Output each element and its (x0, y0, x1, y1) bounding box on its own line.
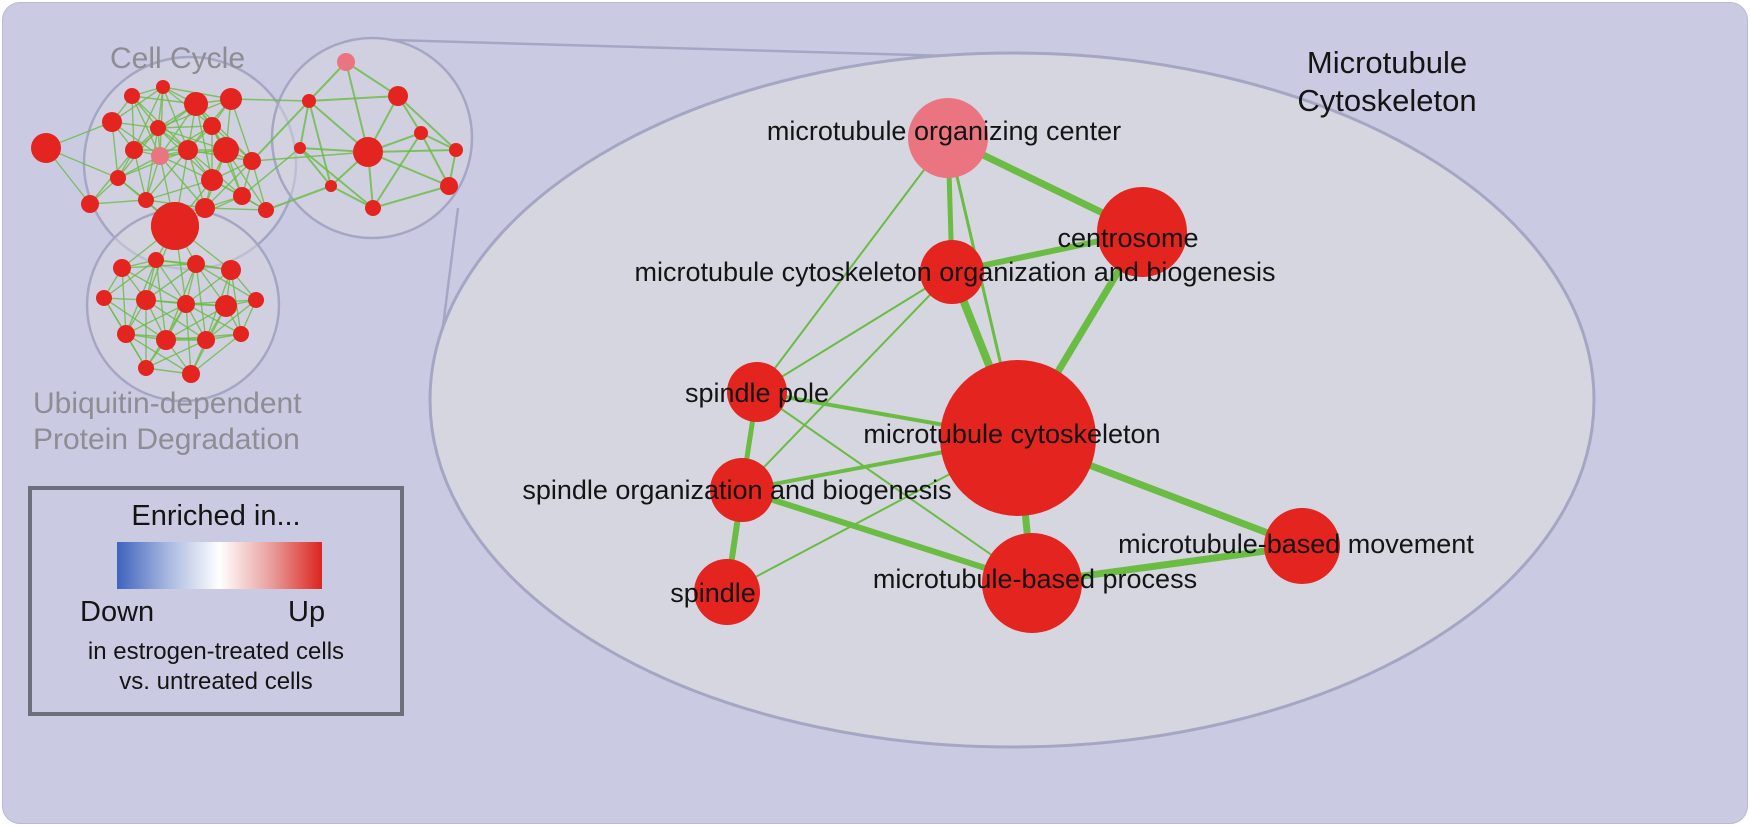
node-label-spindle-organization-and-biogenesis: spindle organization and biogenesis (522, 475, 951, 505)
node-label-centrosome: centrosome (1057, 223, 1198, 253)
mini-node (117, 325, 135, 343)
node-spindle-organization-and-biogenesis (710, 458, 774, 522)
node-label-spindle-pole: spindle pole (685, 378, 829, 408)
legend-up-label: Up (288, 596, 326, 628)
mini-node (233, 326, 249, 342)
mini-node (150, 120, 166, 136)
mini-node (151, 147, 169, 165)
mini-node (124, 88, 140, 104)
legend-box: Enriched in... Down Up in estrogen-treat… (28, 486, 404, 716)
mini-node (215, 295, 237, 317)
mini-node (138, 360, 154, 376)
node-centrosome (1097, 187, 1187, 277)
cluster-label-cell-cycle: Cell Cycle (110, 42, 246, 75)
mini-node (156, 80, 170, 94)
mini-node (182, 365, 200, 383)
mini-node (220, 88, 242, 110)
mini-node (258, 202, 274, 218)
node-spindle (694, 559, 760, 625)
ubiquitin-label-line1: Ubiquitin-dependent (33, 387, 302, 420)
mini-node (414, 126, 428, 140)
zoom-title-line1: Microtubule (1306, 45, 1468, 80)
mini-node (151, 202, 199, 250)
node-microtubule-based-movement (1264, 508, 1340, 584)
mini-node (136, 290, 156, 310)
ubiquitin-label-line2: Protein Degradation (33, 423, 300, 456)
node-label-microtubule-organizing-center: microtubule organizing center (767, 116, 1121, 146)
zoom-network-nodes (694, 98, 1340, 633)
legend-caption-line1: in estrogen-treated cells (87, 638, 345, 665)
mini-node (177, 295, 195, 313)
node-label-microtubule-based-movement: microtubule-based movement (1118, 529, 1474, 559)
mini-node (337, 53, 355, 71)
mini-node (302, 94, 316, 108)
node-microtubule-cytoskeleton-organization-and-biogenesis (920, 240, 984, 304)
mini-node (81, 195, 99, 213)
mini-node (213, 137, 239, 163)
mini-network-nodes (31, 53, 463, 383)
mini-node (233, 187, 251, 205)
mini-node (325, 180, 337, 192)
mini-node (113, 259, 131, 277)
mini-node (178, 140, 198, 160)
mini-node (138, 192, 154, 208)
zoom-title: Microtubule Cytoskeleton (1262, 44, 1512, 120)
node-microtubule-organizing-center (908, 98, 988, 178)
legend-title: Enriched in... (131, 500, 301, 532)
node-microtubule-cytoskeleton (940, 360, 1096, 516)
mini-node (31, 133, 61, 163)
mini-node (353, 137, 383, 167)
mini-node (248, 292, 264, 308)
zoom-node-labels: microtubule organizing center centrosome m… (522, 116, 1474, 608)
legend-gradient-bar (117, 542, 322, 589)
mini-node (184, 92, 208, 116)
mini-node (243, 152, 261, 170)
node-microtubule-based-process (982, 533, 1082, 633)
mini-node (365, 200, 381, 216)
mini-node (148, 252, 164, 268)
node-label-microtubule-cytoskeleton: microtubule cytoskeleton (863, 419, 1160, 449)
cluster-label-ubiquitin: Ubiquitin-dependent Protein Degradation (33, 386, 302, 458)
mini-node (201, 169, 223, 191)
mini-node (96, 290, 112, 306)
mini-node (156, 330, 176, 350)
mini-node (110, 170, 126, 186)
node-label-spindle: spindle (670, 578, 756, 608)
node-label-microtubule-cytoskeleton-organization-and-biogenesis: microtubule cytoskeleton organization an… (635, 257, 1276, 287)
mini-node (195, 198, 215, 218)
mini-node (125, 141, 143, 159)
mini-node (388, 86, 408, 106)
legend-down-label: Down (80, 596, 155, 628)
mini-node (294, 142, 306, 154)
mini-node (197, 331, 215, 349)
node-spindle-pole (727, 362, 787, 422)
mini-node (449, 143, 463, 157)
legend-caption-line2: vs. untreated cells (119, 668, 313, 695)
mini-node (187, 255, 205, 273)
mini-node (102, 112, 122, 132)
node-label-microtubule-based-process: microtubule-based process (873, 564, 1197, 594)
zoom-title-line2: Cytoskeleton (1297, 82, 1477, 118)
mini-node (440, 177, 458, 195)
mini-node (221, 260, 241, 280)
magnifier-cone-lines (391, 38, 986, 343)
mini-node (203, 117, 221, 135)
